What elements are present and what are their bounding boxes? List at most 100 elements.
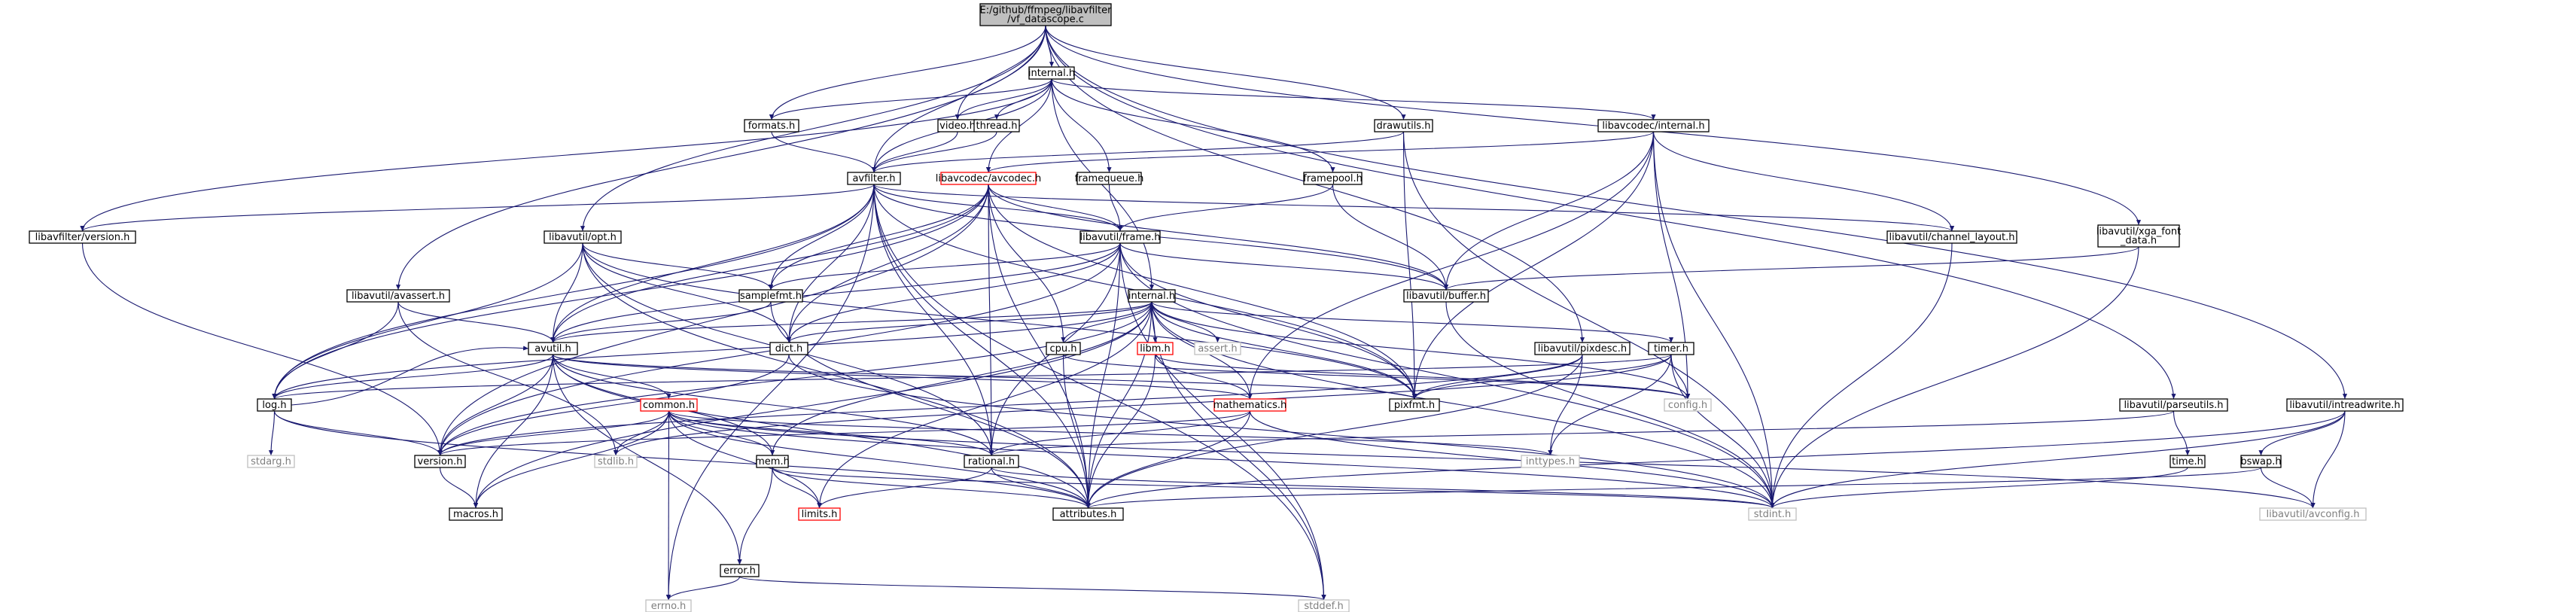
node-bswap[interactable]: bswap.h — [2240, 455, 2282, 468]
node-label: samplefmt.h — [740, 291, 802, 302]
edge-internal_lavu-to-macros — [473, 301, 1153, 509]
node-common[interactable]: common.h — [640, 398, 698, 412]
edge-samplefmt-to-attributes — [770, 301, 1091, 509]
node-video[interactable]: video.h — [937, 119, 978, 132]
node-internal_lavu[interactable]: internal.h — [1128, 289, 1176, 303]
edge-avcodec-to-log — [272, 184, 989, 400]
node-label: rational.h — [968, 456, 1015, 467]
node-samplefmt[interactable]: samplefmt.h — [738, 289, 803, 303]
node-attributes[interactable]: attributes.h — [1052, 507, 1124, 521]
node-box — [2170, 455, 2206, 468]
edge-timer-to-stdlib — [614, 354, 1672, 456]
node-label: stdarg.h — [251, 456, 291, 467]
edge-root-to-vga_font — [1045, 25, 2142, 226]
edge-framepool-to-frame — [1117, 184, 1334, 232]
edge-channel_layout-to-stdint — [1770, 242, 1953, 509]
node-label: time.h — [2172, 456, 2203, 467]
node-box — [1137, 342, 1174, 355]
edge-bswap-to-avconfig — [2260, 467, 2316, 509]
node-box — [1521, 455, 1580, 468]
edge-common-to-avconfig — [668, 410, 2316, 509]
node-internal_lavfi[interactable]: internal.h — [1028, 66, 1075, 80]
node-frame[interactable]: libavutil/frame.h — [1079, 230, 1161, 244]
edge-internal_lavu-to-pixfmt — [1151, 301, 1417, 400]
node-framequeue[interactable]: framequeue.h — [1075, 172, 1144, 185]
node-macros[interactable]: macros.h — [449, 507, 503, 521]
edge-internal_lavfi-to-video — [955, 78, 1052, 120]
node-avutil[interactable]: avutil.h — [528, 342, 578, 355]
node-label: log.h — [262, 400, 286, 411]
node-label: libavcodec/internal.h — [1602, 120, 1704, 132]
node-formats[interactable]: formats.h — [744, 119, 799, 132]
edge-libm-to-attributes — [1086, 354, 1156, 509]
edge-parseutils-to-rational — [989, 410, 2175, 456]
node-lavc_internal[interactable]: libavcodec/internal.h — [1597, 119, 1710, 132]
edge-avfilter-to-log — [272, 184, 875, 400]
node-pixfmt[interactable]: pixfmt.h — [1389, 398, 1440, 412]
edge-intreadwrite-to-stdint — [1770, 410, 2346, 509]
node-label: libavutil/pixdesc.h — [1538, 343, 1627, 355]
edge-buffer-to-stdint — [1445, 301, 1775, 509]
node-lavfi_version[interactable]: libavfilter/version.h — [29, 230, 136, 244]
edge-avfilter-to-stddef — [873, 184, 1326, 601]
node-label: framepool.h — [1303, 173, 1363, 184]
node-drawutils[interactable]: drawutils.h — [1374, 119, 1433, 132]
edge-intreadwrite-to-avconfig — [2310, 410, 2346, 509]
node-box — [257, 398, 292, 412]
edge-internal_lavfi-to-avcodec — [985, 78, 1052, 173]
node-error[interactable]: error.h — [720, 564, 760, 577]
node-libm[interactable]: libm.h — [1137, 342, 1174, 355]
edge-internal_lavu-to-log — [272, 301, 1153, 400]
node-label: attributes.h — [1060, 509, 1117, 520]
node-parseutils[interactable]: libavutil/parseutils.h — [2119, 398, 2228, 412]
node-version[interactable]: version.h — [414, 455, 466, 468]
edge-log-to-attributes — [273, 410, 1091, 509]
edge-avfilter-to-samplefmt — [768, 184, 875, 291]
node-label: libavutil/buffer.h — [1406, 291, 1486, 302]
edge-common-to-stdint — [668, 410, 1775, 509]
node-timer[interactable]: timer.h — [1648, 342, 1694, 355]
node-box — [449, 507, 503, 521]
edge-timer-to-inttypes — [1548, 354, 1672, 456]
edge-avfilter-to-attributes — [873, 184, 1091, 509]
node-label: stdint.h — [1754, 509, 1791, 520]
node-rational[interactable]: rational.h — [964, 455, 1019, 468]
edge-frame-to-buffer — [1119, 242, 1448, 291]
node-box — [594, 455, 638, 468]
node-root[interactable]: E:/github/ffmpeg/libavfilter/vf_datascop… — [979, 3, 1113, 26]
node-pixdesc[interactable]: libavutil/pixdesc.h — [1534, 342, 1631, 355]
node-stdlib: stdlib.h — [594, 455, 638, 468]
edge-frame-to-pixfmt — [1119, 242, 1417, 400]
node-mem[interactable]: mem.h — [755, 455, 790, 468]
node-buffer[interactable]: libavutil/buffer.h — [1403, 289, 1489, 303]
edge-mem-to-stdint — [772, 467, 1775, 509]
node-thread[interactable]: thread.h — [973, 119, 1020, 132]
node-label: macros.h — [453, 509, 498, 520]
node-cpu[interactable]: cpu.h — [1046, 342, 1081, 355]
edge-avcodec-to-dict — [786, 184, 989, 343]
node-vga_font[interactable]: libavutil/xga_font_data.h — [2096, 224, 2181, 248]
node-opt[interactable]: libavutil/opt.h — [544, 230, 622, 244]
node-label: timer.h — [1654, 343, 1688, 355]
edge-root-to-opt — [580, 25, 1046, 232]
edge-internal_lavfi-to-lavfi_version — [80, 78, 1052, 232]
node-label: errno.h — [651, 601, 687, 612]
edge-drawutils-to-stdint — [1402, 131, 1775, 509]
node-box — [247, 455, 295, 468]
node-avassert[interactable]: libavutil/avassert.h — [346, 289, 450, 303]
node-channel_layout[interactable]: libavutil/channel_layout.h — [1886, 230, 2017, 244]
edge-avutil-to-version — [437, 354, 554, 456]
node-framepool[interactable]: framepool.h — [1303, 172, 1363, 185]
node-box — [528, 342, 578, 355]
node-avfilter[interactable]: avfilter.h — [847, 172, 901, 185]
node-mathematics[interactable]: mathematics.h — [1213, 398, 1287, 412]
node-dict[interactable]: dict.h — [769, 342, 808, 355]
node-intreadwrite[interactable]: libavutil/intreadwrite.h — [2286, 398, 2404, 412]
edge-rational-to-limits — [817, 467, 992, 509]
node-avcodec[interactable]: libavcodec/avcodec.h — [936, 172, 1042, 185]
edge-avcodec-to-attributes — [988, 184, 1091, 509]
node-label: assert.h — [1198, 343, 1237, 355]
node-label: drawutils.h — [1377, 120, 1431, 132]
node-time[interactable]: time.h — [2170, 455, 2206, 468]
node-log[interactable]: log.h — [257, 398, 292, 412]
